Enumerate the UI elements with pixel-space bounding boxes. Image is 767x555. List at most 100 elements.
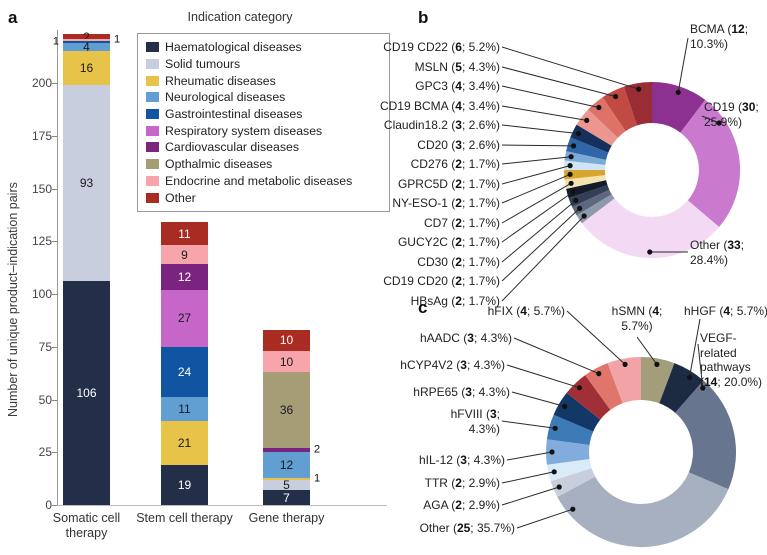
leader-line [501,144,574,147]
leader-dot [596,371,602,377]
donut-label-gucy2c: GUCY2C (2; 1.7%) [397,235,500,249]
segment-value: 12 [279,457,294,472]
donut-segment-ny-eso-1 [563,170,606,180]
leader-line [501,200,577,263]
segment-callout: 1 [314,472,321,485]
donut-segment-cd19-cd20 [572,189,612,216]
leader-dot [567,171,573,177]
leader-line [501,208,580,282]
donut-segment-gucy2c [566,180,608,199]
donut-label-cd19-cd22: CD19 CD22 (6; 5.2%) [383,40,500,54]
segment-value: 10 [279,354,294,369]
leader-line [636,336,658,365]
legend-label: Endocrine and metabolic diseases [165,173,353,188]
leader-dot [654,361,660,367]
bar-segment: 11 [161,222,208,246]
donut-segment-gprc5d [563,160,606,170]
bar-segment: 9 [161,245,208,265]
bar-segment: 106 [63,281,110,505]
y-tick-label: 0 [45,498,52,512]
legend-item: Haematological diseases [146,39,381,56]
donut-label-msln: MSLN (5; 4.3%) [414,60,500,74]
y-tick-label: 200 [31,76,52,90]
leader-line [501,486,560,506]
leader-line [501,173,571,204]
bar-segment: 4 [63,41,110,53]
donut-segment-hfix [607,357,641,404]
leader-line [506,451,553,461]
leader-dot [636,86,642,92]
leader-dot [613,93,619,100]
segment-callout: 1 [52,35,59,48]
leader-dot [568,180,574,186]
segment-value: 21 [177,435,192,450]
legend-title: Indication category [187,10,293,24]
legend-swatch [146,142,159,153]
leader-line [501,182,572,224]
legend-label: Solid tumours [165,57,241,72]
y-tick [52,135,57,137]
bar-segment: 5 [263,477,310,492]
y-axis-title: Number of unique product–indication pair… [6,182,20,418]
leader-dot [575,131,582,137]
legend-swatch [146,75,159,86]
y-tick-label: 150 [31,181,52,196]
y-tick [52,241,57,243]
donut-segment-msln [602,86,637,132]
donut-label-aga: AGA (2; 2.9%) [423,498,500,512]
x-axis-line [57,505,387,506]
donut-label-gprc5d: GPRC5D (2; 1.7%) [397,177,500,191]
segment-value: 5 [283,477,290,492]
legend-swatch [146,59,159,70]
x-category-label: Stem cell therapy [136,511,233,525]
leader-dot [686,374,693,380]
bar-segment: 12 [161,264,208,290]
legend-item: Respiratory system diseases [146,122,381,139]
segment-value: 93 [79,176,94,191]
y-tick [52,452,57,454]
bar-segment: 19 [161,464,208,505]
leader-line [513,337,599,375]
legend-swatch [146,125,159,136]
donut-label-ny-eso-1: NY-ESO-1 (2; 1.7%) [392,196,500,210]
donut-segment-hcyp4v2 [566,375,611,420]
donut-label-cd19: CD19 (30; 25.9%) [704,100,759,129]
bar-segment: 10 [263,329,310,351]
donut-label-cd20: CD20 (3; 2.6%) [417,138,500,152]
legend-item: Neurological diseases [146,89,381,106]
leader-dot [584,117,590,123]
y-tick [52,83,57,84]
donut-label-cd19-cd20: CD19 CD20 (2; 1.7%) [383,274,500,288]
donut-segment-hsmn [641,357,675,404]
leader-line [501,85,600,108]
donut-label-other: Other (25; 35.7%) [419,521,515,535]
donut-label-hfviii: hFVIII (3; 4.3%) [450,407,500,436]
panel-c-letter: c [418,298,428,317]
legend-label: Other [165,190,196,205]
donut-segment-vegf-related-pathways [675,380,737,490]
leader-line [511,391,565,407]
y-axis-line [57,30,58,505]
segment-value: 19 [177,477,192,492]
donut-segment-aga [550,468,596,497]
y-tick [52,505,57,506]
donut-label-hbsag: HBsAg (2; 1.7%) [410,294,500,308]
bar-segment: 11 [161,397,208,421]
segment-callout: 1 [114,33,121,46]
leader-line [506,364,580,389]
legend-label: Rheumatic diseases [165,73,276,88]
leader-dot [581,213,587,219]
legend-label: Opthalmic diseases [165,157,273,172]
segment-value: 9 [181,247,188,262]
leader-line [501,471,555,484]
segment-value: 11 [178,401,191,416]
bar-segment: 36 [263,372,310,448]
legend-swatch [146,192,159,203]
leader-dot [551,469,557,475]
donut-segment-cd7 [564,175,607,189]
donut-segment-hhgf [659,363,704,413]
legend-swatch [146,109,159,120]
